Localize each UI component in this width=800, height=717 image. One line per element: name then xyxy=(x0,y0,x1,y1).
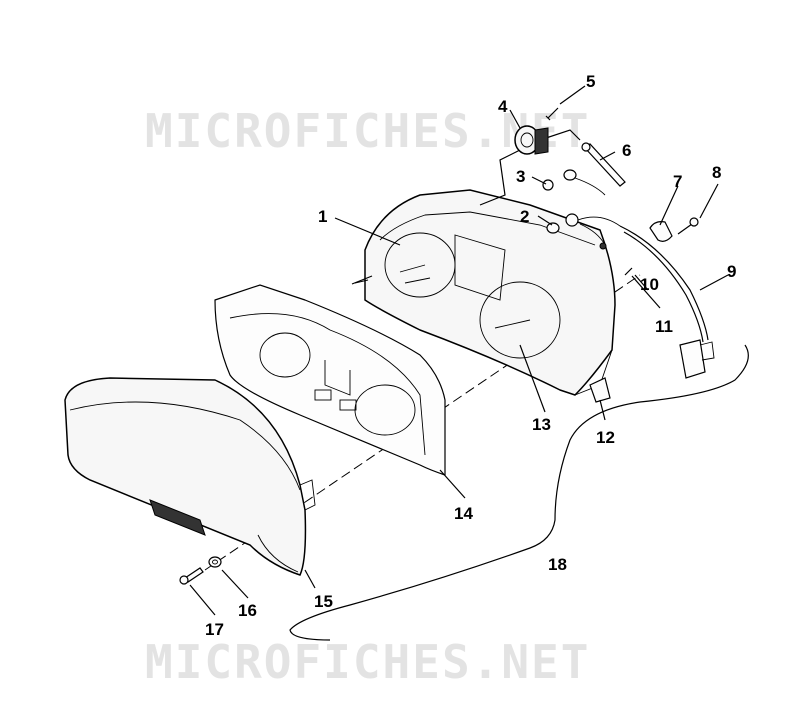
part-15-cover xyxy=(64,377,316,576)
callout-15: 15 xyxy=(314,592,333,611)
callout-7: 7 xyxy=(673,172,682,191)
callout-14: 14 xyxy=(454,504,473,523)
callout-17: 17 xyxy=(205,620,224,639)
bracket-18 xyxy=(289,344,749,641)
callout-1: 1 xyxy=(318,207,327,226)
part-6-bulb-socket xyxy=(581,142,626,187)
callout-8: 8 xyxy=(712,163,721,182)
leader-bracket-4 xyxy=(479,149,521,206)
callout-11: 11 xyxy=(655,317,673,336)
callout-5: 5 xyxy=(586,72,595,91)
leader-bracket-6 xyxy=(539,129,581,141)
part-14-lens-frame xyxy=(214,284,446,476)
callout-16: 16 xyxy=(238,601,257,620)
part-5-screw xyxy=(545,107,559,121)
callout-9: 9 xyxy=(727,262,736,281)
callout-12: 12 xyxy=(596,428,615,447)
callout-6: 6 xyxy=(622,141,631,160)
callout-labels: 1 2 3 4 5 6 7 8 9 10 11 12 13 14 15 16 1… xyxy=(205,72,736,639)
callout-2: 2 xyxy=(520,207,529,226)
part-13-gauge-housing xyxy=(354,189,616,403)
part-3-bulb xyxy=(542,169,606,196)
callout-10: 10 xyxy=(640,275,659,294)
callout-13: 13 xyxy=(532,415,551,434)
part-16-washer xyxy=(208,556,222,568)
part-9-wire-harness xyxy=(619,225,715,379)
watermark-top: MICROFICHES.NET xyxy=(145,104,590,158)
part-10-screw xyxy=(624,267,633,276)
callout-3: 3 xyxy=(516,167,525,186)
part-2-bulb xyxy=(546,213,621,250)
part-8-screw xyxy=(677,217,699,235)
part-7-clamp xyxy=(649,221,673,242)
callout-18: 18 xyxy=(548,555,567,574)
watermark-bottom: MICROFICHES.NET xyxy=(145,635,590,689)
needle-post xyxy=(351,275,373,285)
callout-4: 4 xyxy=(498,97,508,116)
leader-lines xyxy=(189,85,729,616)
part-4-socket xyxy=(514,125,549,155)
part-17-screw xyxy=(179,567,204,585)
